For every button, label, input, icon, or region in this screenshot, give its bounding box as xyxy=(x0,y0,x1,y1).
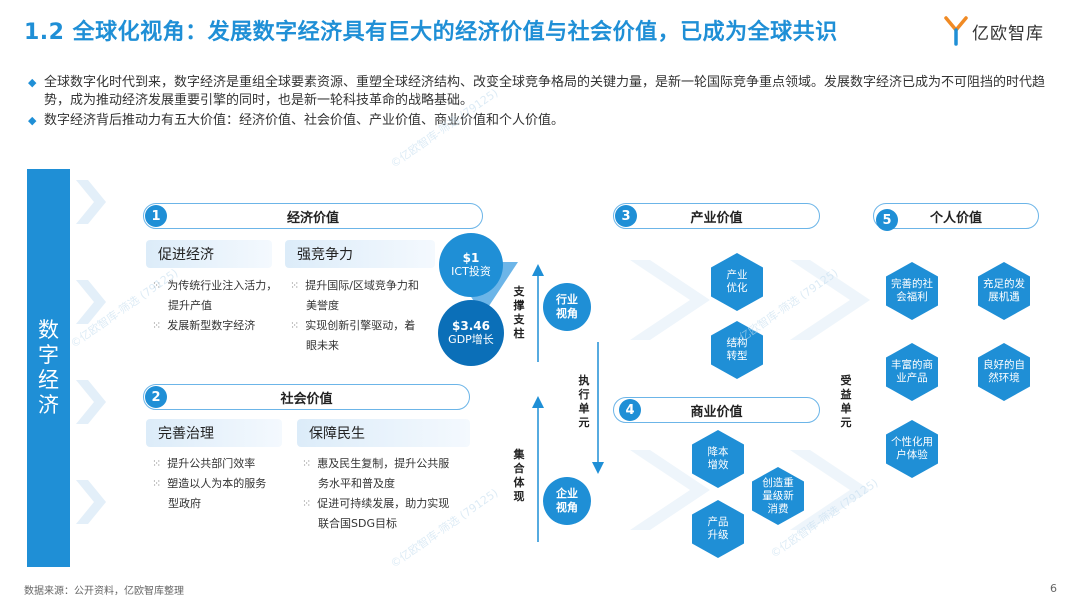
section-number-4: 4 xyxy=(619,399,641,421)
page-number: 6 xyxy=(1050,582,1057,595)
benefit-unit-label: 受益单元 xyxy=(840,374,852,429)
gdp-growth-label: GDP增长 xyxy=(448,333,494,346)
cross-icon: ⁙ xyxy=(152,457,162,470)
tag-ensure-livelihood: 保障民生 xyxy=(297,419,470,447)
point-continuation: 型政府 xyxy=(168,497,201,510)
ict-investment-label: ICT投资 xyxy=(451,265,491,278)
diamond-icon: ◆ xyxy=(28,114,37,127)
digital-economy-bar: 数字经济 xyxy=(27,169,70,567)
aggregate-label: 集合体现 xyxy=(513,448,525,503)
social-col2-points: ⁙惠及民生复制，提升公共服 务水平和普及度 ⁙促进可持续发展，助力实现 联合国S… xyxy=(302,454,477,534)
cross-icon: ⁙ xyxy=(302,497,312,510)
cross-icon: ⁙ xyxy=(152,319,162,332)
middle-arrows-icon xyxy=(532,264,604,542)
section-number-5: 5 xyxy=(876,209,898,231)
hex-industry-optimization: 产业优化 xyxy=(711,253,763,311)
commercial-value-title: 商业价值 xyxy=(690,404,743,420)
logo-y-icon xyxy=(944,16,968,46)
tag-strong-competitiveness: 强竞争力 xyxy=(285,240,435,268)
tag-promote-economy: 促进经济 xyxy=(146,240,272,268)
enterprise-view-circle: 企业视角 xyxy=(543,477,591,525)
commercial-value-header: 商业价值 xyxy=(613,397,820,423)
cross-icon: ⁙ xyxy=(290,279,300,292)
social-value-header: 社会价值 xyxy=(143,384,470,410)
data-source: 数据来源：公开资料，亿欧智库整理 xyxy=(24,586,184,597)
tag-improve-governance: 完善治理 xyxy=(146,419,282,447)
point-continuation: 提升产值 xyxy=(168,299,212,312)
industrial-value-header: 产业价值 xyxy=(613,203,820,229)
point-item: ⁙提升国际/区域竞争力和 xyxy=(290,279,419,292)
logo-text: 亿欧智库 xyxy=(972,23,1044,44)
personal-value-header: 个人价值 xyxy=(873,203,1039,229)
bullet-item: ◆ 全球数字化时代到来，数字经济是重组全球要素资源、重塑全球经济结构、改变全球竞… xyxy=(28,74,1063,110)
ict-investment-value: $1 xyxy=(462,251,480,265)
hex-natural-environment: 良好的自然环境 xyxy=(978,343,1030,401)
ict-investment-circle: $1 ICT投资 xyxy=(439,233,503,297)
diamond-icon: ◆ xyxy=(28,76,37,89)
hex-product-upgrade: 产品升级 xyxy=(692,500,744,558)
point-item: ⁙实现创新引擎驱动，着 xyxy=(290,319,416,332)
point-item: ⁙为传统行业注入活力， xyxy=(152,279,278,292)
point-item: ⁙发展新型数字经济 xyxy=(152,319,256,332)
hex-social-welfare: 完善的社会福利 xyxy=(886,262,938,320)
cross-icon: ⁙ xyxy=(290,319,300,332)
section-number-3: 3 xyxy=(615,205,637,227)
gdp-growth-value: $3.46 xyxy=(452,319,490,333)
page-title: 1.2 全球化视角：发展数字经济具有巨大的经济价值与社会价值，已成为全球共识 xyxy=(24,20,838,45)
hex-cost-reduction: 降本增效 xyxy=(692,430,744,488)
chevron-column-icon xyxy=(76,180,106,524)
hex-structural-transformation: 结构转型 xyxy=(711,321,763,379)
industry-view-label: 行业视角 xyxy=(556,293,578,320)
point-item: ⁙提升公共部门效率 xyxy=(152,457,256,470)
point-continuation: 务水平和普及度 xyxy=(318,477,395,490)
bullet-text: 全球数字化时代到来，数字经济是重组全球要素资源、重塑全球经济结构、改变全球竞争格… xyxy=(44,75,1046,108)
point-item: ⁙促进可持续发展，助力实现 xyxy=(302,497,450,510)
economic-value-title: 经济价值 xyxy=(286,210,339,226)
digital-economy-label: 数字经济 xyxy=(38,318,59,417)
social-value-title: 社会价值 xyxy=(280,391,333,407)
intro-bullets: ◆ 全球数字化时代到来，数字经济是重组全球要素资源、重塑全球经济结构、改变全球竞… xyxy=(28,74,1063,132)
industry-view-circle: 行业视角 xyxy=(543,283,591,331)
cross-icon: ⁙ xyxy=(152,279,162,292)
decor-chevrons-icon xyxy=(630,260,870,530)
hex-new-consumption: 创造重量级新消费 xyxy=(752,467,804,525)
hex-commercial-products: 丰富的商业产品 xyxy=(886,343,938,401)
social-col1-points: ⁙提升公共部门效率 ⁙塑造以人为本的服务 型政府 xyxy=(152,454,287,514)
bullet-item: ◆ 数字经济背后推动力有五大价值：经济价值、社会价值、产业价值、商业价值和个人价… xyxy=(28,112,1063,130)
point-item: ⁙惠及民生复制，提升公共服 xyxy=(302,457,450,470)
economic-col1-points: ⁙为传统行业注入活力， 提升产值 ⁙发展新型数字经济 xyxy=(152,276,282,336)
personal-value-title: 个人价值 xyxy=(929,210,982,226)
brand-logo: 亿欧智库 xyxy=(944,14,1060,48)
support-pillar-label: 支撑支柱 xyxy=(513,285,525,340)
hex-personalized-experience: 个性化用户体验 xyxy=(886,420,938,478)
cross-icon: ⁙ xyxy=(152,477,162,490)
enterprise-view-label: 企业视角 xyxy=(556,487,578,514)
industrial-value-title: 产业价值 xyxy=(690,210,743,226)
section-number-2: 2 xyxy=(145,386,167,408)
economic-col2-points: ⁙提升国际/区域竞争力和 美誉度 ⁙实现创新引擎驱动，着 眼未来 xyxy=(290,276,435,356)
cross-icon: ⁙ xyxy=(302,457,312,470)
hex-development-opportunity: 充足的发展机遇 xyxy=(978,262,1030,320)
point-continuation: 美誉度 xyxy=(306,299,339,312)
economic-value-header: 经济价值 xyxy=(143,203,483,229)
bullet-text: 数字经济背后推动力有五大价值：经济价值、社会价值、产业价值、商业价值和个人价值。 xyxy=(44,113,565,128)
gdp-growth-circle: $3.46 GDP增长 xyxy=(438,300,504,366)
point-item: ⁙塑造以人为本的服务 xyxy=(152,477,267,490)
section-number-1: 1 xyxy=(145,205,167,227)
point-continuation: 联合国SDG目标 xyxy=(318,517,397,530)
point-continuation: 眼未来 xyxy=(306,339,339,352)
execution-unit-label: 执行单元 xyxy=(578,374,590,429)
